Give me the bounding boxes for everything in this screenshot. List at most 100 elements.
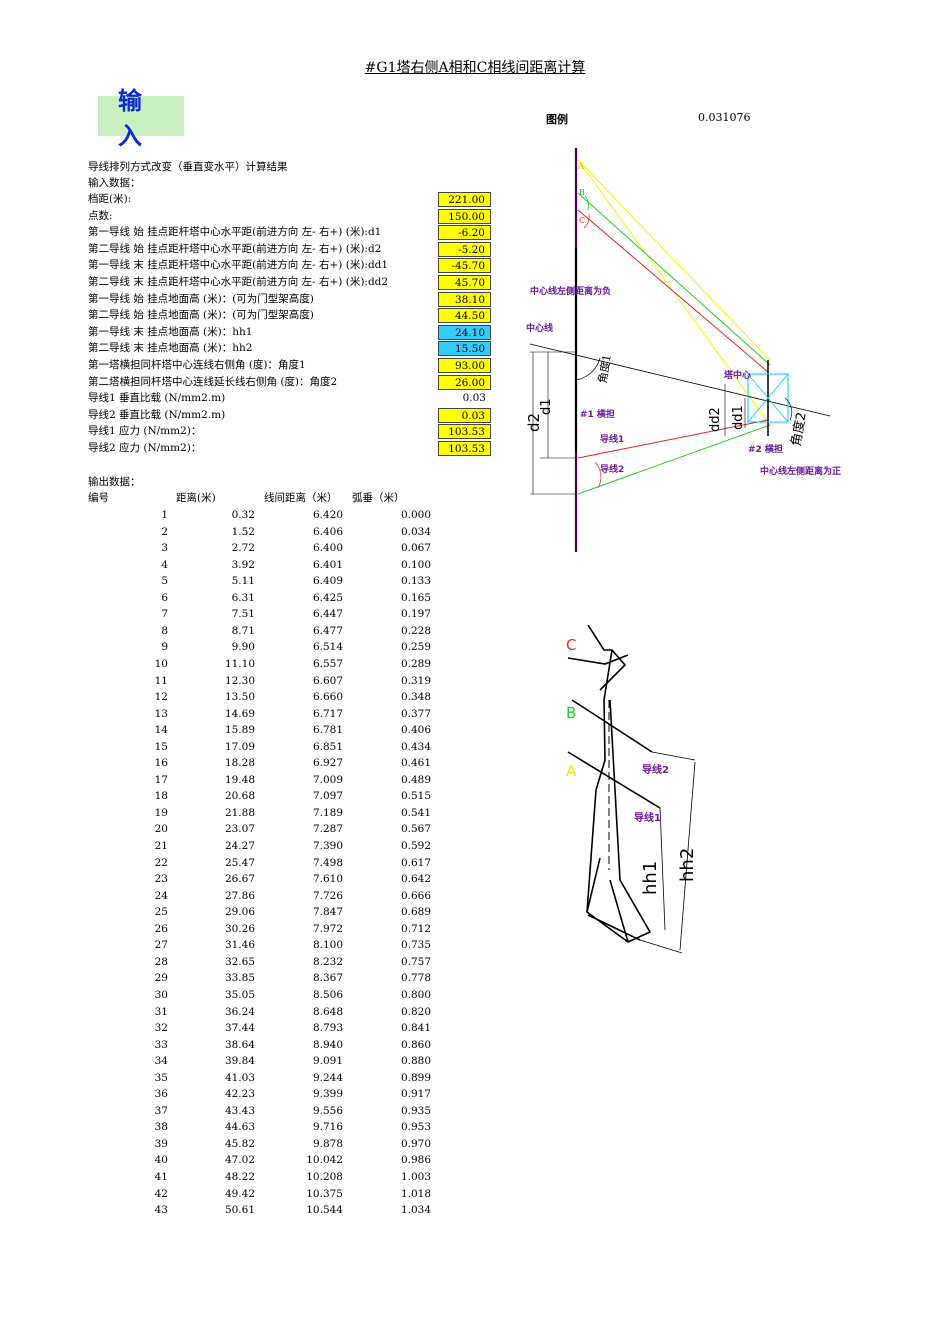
row-sag: 0.289 <box>400 657 431 670</box>
label-right-positive: 中心线左侧距离为正 <box>760 467 842 477</box>
row-line-distance: 9.556 <box>312 1104 343 1117</box>
row-line-distance: 8.100 <box>312 939 343 952</box>
input-value-cell[interactable]: 93.00 <box>438 358 491 373</box>
row-distance: 25.47 <box>224 856 255 869</box>
label-phase-b-small: B <box>579 188 585 197</box>
row-distance: 26.67 <box>224 873 255 886</box>
row-line-distance: 9.399 <box>312 1088 343 1101</box>
row-number: 23 <box>154 873 168 886</box>
input-label: 第二塔横担同杆塔中心连线延长线右侧角 (度)：角度2 <box>88 375 338 388</box>
row-line-distance: 7.189 <box>312 806 343 819</box>
row-number: 5 <box>161 575 168 588</box>
row-sag: 0.133 <box>400 575 431 588</box>
row-sag: 0.880 <box>400 1055 431 1068</box>
row-number: 26 <box>154 922 168 935</box>
row-sag: 0.406 <box>400 724 431 737</box>
input-value-cell[interactable]: 24.10 <box>438 324 491 340</box>
row-sag: 0.000 <box>400 509 431 521</box>
input-value-cell[interactable]: 15.50 <box>438 341 491 357</box>
row-distance: 13.50 <box>224 691 255 704</box>
row-line-distance: 6.660 <box>312 691 343 704</box>
output-label: 输出数据： <box>88 476 141 488</box>
tower-hh2: hh2 <box>677 847 698 882</box>
row-line-distance: 9.878 <box>312 1137 343 1150</box>
label-dd1: dd1 <box>731 405 746 430</box>
row-line-distance: 6.607 <box>312 674 343 687</box>
row-number: 42 <box>154 1187 168 1200</box>
input-value-cell[interactable]: 150.00 <box>438 208 491 224</box>
row-number: 40 <box>154 1154 168 1167</box>
input-label: 第一导线 始 挂点地面高 (米)：(可为门型架高度) <box>88 292 314 305</box>
row-sag: 0.689 <box>400 906 431 919</box>
row-distance: 11.10 <box>224 657 255 670</box>
row-line-distance: 7.390 <box>312 840 343 852</box>
input-label: 档距(米): <box>88 193 132 205</box>
row-sag: 0.986 <box>400 1154 431 1167</box>
row-sag: 0.165 <box>400 591 431 604</box>
row-number: 38 <box>154 1121 168 1134</box>
row-sag: 1.003 <box>400 1171 431 1183</box>
input-label: 点数: <box>88 209 113 222</box>
row-distance: 18.28 <box>224 757 255 770</box>
input-label: 第一导线 末 挂点距杆塔中心水平距(前进方向 左- 右+) (米):dd1 <box>88 259 389 272</box>
input-value-cell[interactable]: -6.20 <box>438 225 491 241</box>
row-sag: 0.515 <box>400 790 431 803</box>
input-value-cell[interactable]: 103.53 <box>438 441 491 456</box>
row-sag: 0.197 <box>400 608 431 621</box>
row-distance: 1.52 <box>231 525 255 538</box>
input-label: 第二导线 末 挂点距杆塔中心水平距(前进方向 左- 右+) (米):dd2 <box>88 276 389 288</box>
output-header-linedist: 线间距离（米） <box>264 492 338 504</box>
row-sag: 0.735 <box>400 939 431 952</box>
intro-line: 输入数据： <box>88 177 141 189</box>
row-sag: 0.841 <box>400 1022 431 1035</box>
row-number: 7 <box>161 608 168 621</box>
input-value-cell[interactable]: 221.00 <box>438 192 491 207</box>
tower-wire1: 导线1 <box>634 813 661 824</box>
output-header-dist: 距离(米) <box>176 492 216 504</box>
row-line-distance: 9.244 <box>312 1071 343 1084</box>
row-distance: 41.03 <box>224 1071 255 1084</box>
label-wire2: 导线2 <box>600 465 625 475</box>
label-left-negative: 中心线左侧距离为负 <box>530 287 612 297</box>
input-label: 第一导线 末 挂点地面高 (米)：hh1 <box>88 325 253 338</box>
input-value-cell[interactable]: 38.10 <box>438 291 491 307</box>
input-value-cell[interactable]: -45.70 <box>438 258 491 274</box>
input-value-cell[interactable]: 0.03 <box>462 392 486 405</box>
output-header-sag: 弧垂（米） <box>352 492 405 504</box>
row-line-distance: 10.208 <box>306 1171 343 1183</box>
row-line-distance: 6.400 <box>312 542 343 555</box>
row-sag: 0.489 <box>400 773 431 786</box>
row-sag: 0.617 <box>400 856 431 869</box>
row-number: 9 <box>161 641 168 654</box>
row-sag: 0.712 <box>400 922 431 935</box>
row-line-distance: 6.425 <box>312 591 343 604</box>
row-number: 43 <box>154 1204 168 1217</box>
row-distance: 24.27 <box>224 840 255 852</box>
row-sag: 0.860 <box>400 1038 431 1051</box>
input-label: 第一塔横担同杆塔中心连线右侧角 (度)：角度1 <box>88 359 306 371</box>
label-wire1: 导线1 <box>600 435 625 445</box>
input-value-cell[interactable]: 44.50 <box>438 308 491 324</box>
input-value-cell[interactable]: 103.53 <box>438 424 491 440</box>
input-value-cell[interactable]: -5.20 <box>438 241 491 257</box>
input-value-cell[interactable]: 45.70 <box>438 275 491 290</box>
row-distance: 35.05 <box>224 988 255 1001</box>
row-distance: 39.84 <box>224 1055 255 1068</box>
row-sag: 0.259 <box>400 641 431 654</box>
row-number: 37 <box>154 1104 168 1117</box>
label-dd2: dd2 <box>708 407 723 432</box>
row-number: 21 <box>154 840 168 852</box>
row-line-distance: 6.851 <box>312 740 343 753</box>
row-distance: 49.42 <box>224 1187 255 1200</box>
row-line-distance: 8.232 <box>312 955 343 968</box>
input-value-cell[interactable]: 0.03 <box>438 407 491 423</box>
input-value-cell[interactable]: 26.00 <box>438 374 491 390</box>
row-sag: 0.541 <box>400 806 431 819</box>
row-sag: 0.666 <box>400 889 431 902</box>
tower-phase-a: A <box>566 762 577 780</box>
row-number: 29 <box>154 972 168 985</box>
row-number: 34 <box>154 1055 168 1068</box>
row-distance: 30.26 <box>224 922 255 935</box>
row-line-distance: 9.716 <box>312 1121 343 1134</box>
row-line-distance: 7.009 <box>312 773 343 786</box>
